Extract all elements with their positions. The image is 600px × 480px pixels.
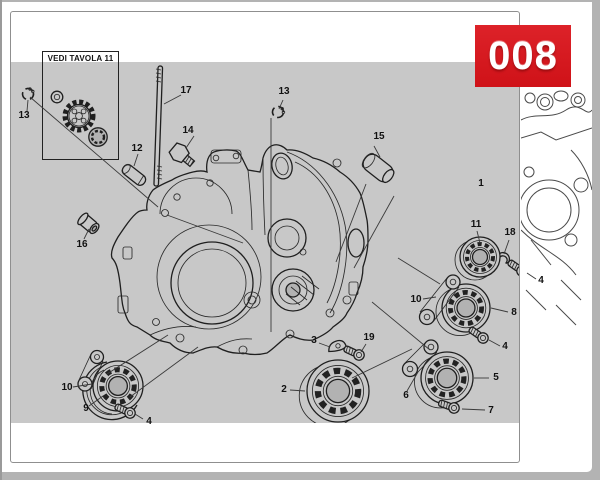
callout-10-right[interactable]: 10 <box>410 294 422 305</box>
callout-14[interactable]: 14 <box>182 125 194 136</box>
window-edge-left <box>0 0 2 480</box>
callout-11[interactable]: 11 <box>470 219 482 230</box>
callout-8[interactable]: 8 <box>511 307 517 318</box>
callout-1[interactable]: 1 <box>478 178 484 189</box>
callout-3[interactable]: 3 <box>311 335 317 346</box>
part-3-tab <box>327 339 346 352</box>
callout-4-c[interactable]: 4 <box>146 416 152 427</box>
callout-9[interactable]: 9 <box>83 403 89 414</box>
part-14-sensor <box>167 141 198 171</box>
adjacent-plate-thumbnail <box>521 80 592 335</box>
callout-16[interactable]: 16 <box>76 239 88 250</box>
callout-4-b[interactable]: 4 <box>502 341 508 352</box>
part-16-plug <box>76 212 101 236</box>
plate-number-badge: 008 <box>475 25 571 87</box>
callout-18[interactable]: 18 <box>504 227 516 238</box>
part-10-plate-left <box>78 351 104 392</box>
callout-7[interactable]: 7 <box>488 405 494 416</box>
callout-17[interactable]: 17 <box>180 85 192 96</box>
callout-10-left[interactable]: 10 <box>61 382 73 393</box>
callout-4-a[interactable]: 4 <box>538 275 544 286</box>
callout-13-mid[interactable]: 13 <box>278 86 290 97</box>
callout-2[interactable]: 2 <box>281 384 287 395</box>
callout-5[interactable]: 5 <box>493 372 499 383</box>
plate-frame <box>10 11 520 463</box>
callout-6[interactable]: 6 <box>403 390 409 401</box>
crankcase-drawing <box>111 145 368 355</box>
callout-15[interactable]: 15 <box>373 131 385 142</box>
callout-13-left[interactable]: 13 <box>18 110 30 121</box>
plate-number: 008 <box>488 33 558 78</box>
callout-19[interactable]: 19 <box>363 332 375 343</box>
part-15-sleeve <box>359 151 396 186</box>
inset-title: VEDI TAVOLA 11 <box>47 54 114 63</box>
callout-12[interactable]: 12 <box>131 143 143 154</box>
